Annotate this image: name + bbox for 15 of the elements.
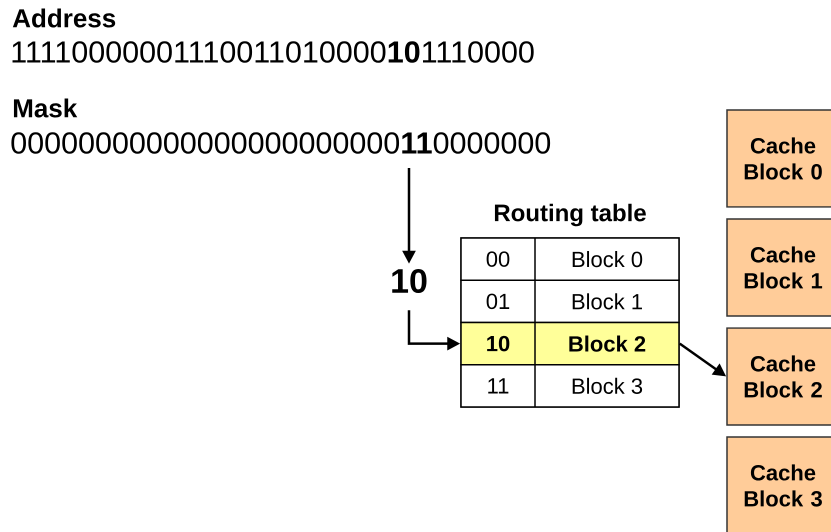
bit-string: 11110000001110011010000101110000 [12,41,534,63]
table-row: 00 Block 0 [460,237,680,281]
cache-block: Cache Block 3 [726,436,831,532]
table-row: 01 Block 1 [460,280,680,324]
cache-block: Cache Block 2 [726,327,831,426]
cache-block: Cache Block 0 [726,109,831,208]
node-label: Routing table [494,204,646,226]
heading: Address [12,8,116,28]
node-text: Mask 00000000000000000000000110000000 [11,98,550,154]
bit-value: 10 [392,268,427,294]
table-row: 11 Block 3 [460,364,680,408]
cache-block: Cache Block 1 [726,218,831,317]
heading: Mask [14,98,78,118]
bit-string: 00000000000000000000000110000000 [11,132,550,154]
table-row: 10 Block 2 [460,322,680,366]
